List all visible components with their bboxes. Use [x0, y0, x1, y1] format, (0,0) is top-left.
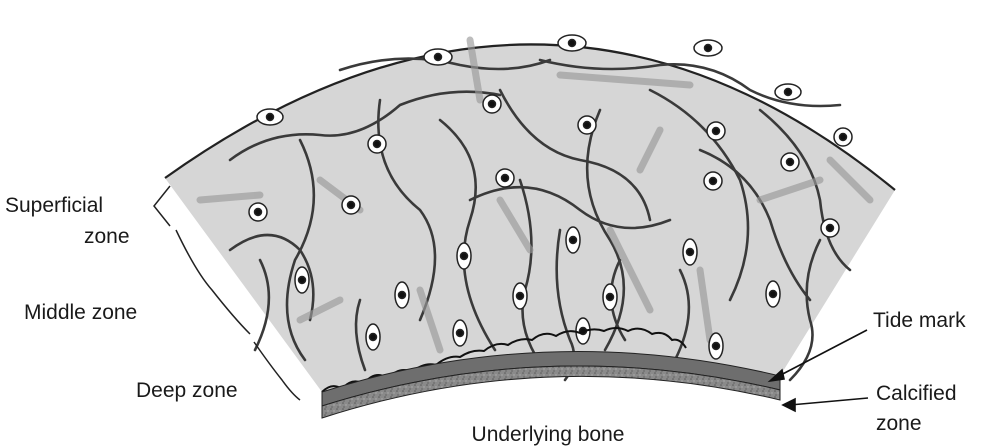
chondrocyte: [694, 40, 722, 56]
label-underlying-bone: Underlying bone: [472, 423, 625, 446]
chondrocyte: [821, 219, 839, 237]
chondrocyte: [457, 243, 471, 269]
chondrocyte: [566, 227, 580, 253]
chondrocyte: [257, 109, 283, 125]
label-middle: Middle zone: [24, 301, 137, 324]
chondrocyte: [834, 128, 852, 146]
chondrocyte: [558, 35, 586, 51]
chondrocyte: [424, 49, 452, 65]
chondrocyte: [707, 122, 725, 140]
chondrocyte: [453, 320, 467, 346]
calcified-arrow: [790, 398, 868, 405]
chondrocyte: [366, 324, 380, 350]
chondrocyte: [766, 281, 780, 307]
chondrocyte: [578, 116, 596, 134]
chondrocyte: [483, 95, 501, 113]
chondrocyte: [295, 267, 309, 293]
chondrocyte: [781, 153, 799, 171]
chondrocyte: [704, 172, 722, 190]
chondrocyte: [342, 196, 360, 214]
chondrocyte: [603, 284, 617, 310]
chondrocyte: [775, 84, 801, 100]
chondrocyte: [249, 203, 267, 221]
chondrocyte: [683, 239, 697, 265]
label-calcified-2: zone: [876, 412, 922, 435]
label-superficial-2: zone: [84, 225, 130, 248]
label-superficial-1: Superficial: [5, 194, 103, 217]
chondrocyte: [709, 333, 723, 359]
label-calcified-1: Calcified: [876, 382, 957, 405]
label-deep: Deep zone: [136, 379, 238, 402]
label-tide-mark: Tide mark: [873, 309, 966, 332]
chondrocyte: [496, 169, 514, 187]
chondrocyte: [395, 282, 409, 308]
chondrocyte: [513, 283, 527, 309]
chondrocyte: [368, 135, 386, 153]
superficial-brace: [154, 186, 170, 226]
